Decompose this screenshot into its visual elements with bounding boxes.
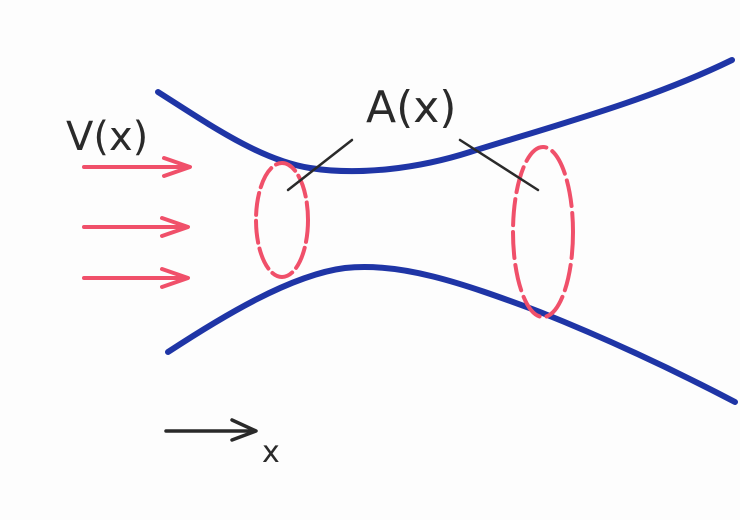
- area-leader-line-right: [458, 138, 540, 192]
- upper-wall-curve: [155, 57, 735, 175]
- flow-arrow-middle: [82, 216, 190, 238]
- area-leader-line-left: [286, 138, 354, 192]
- area-label: A(x): [366, 82, 456, 133]
- cross-section-right: [511, 145, 575, 319]
- flow-arrow-top: [82, 156, 192, 178]
- x-axis-arrow: [164, 418, 258, 442]
- flow-arrow-bottom: [82, 267, 190, 289]
- lower-wall-curve: [165, 263, 738, 405]
- x-axis-label: x: [262, 435, 280, 470]
- cross-section-left: [254, 161, 310, 279]
- velocity-label: V(x): [66, 114, 148, 160]
